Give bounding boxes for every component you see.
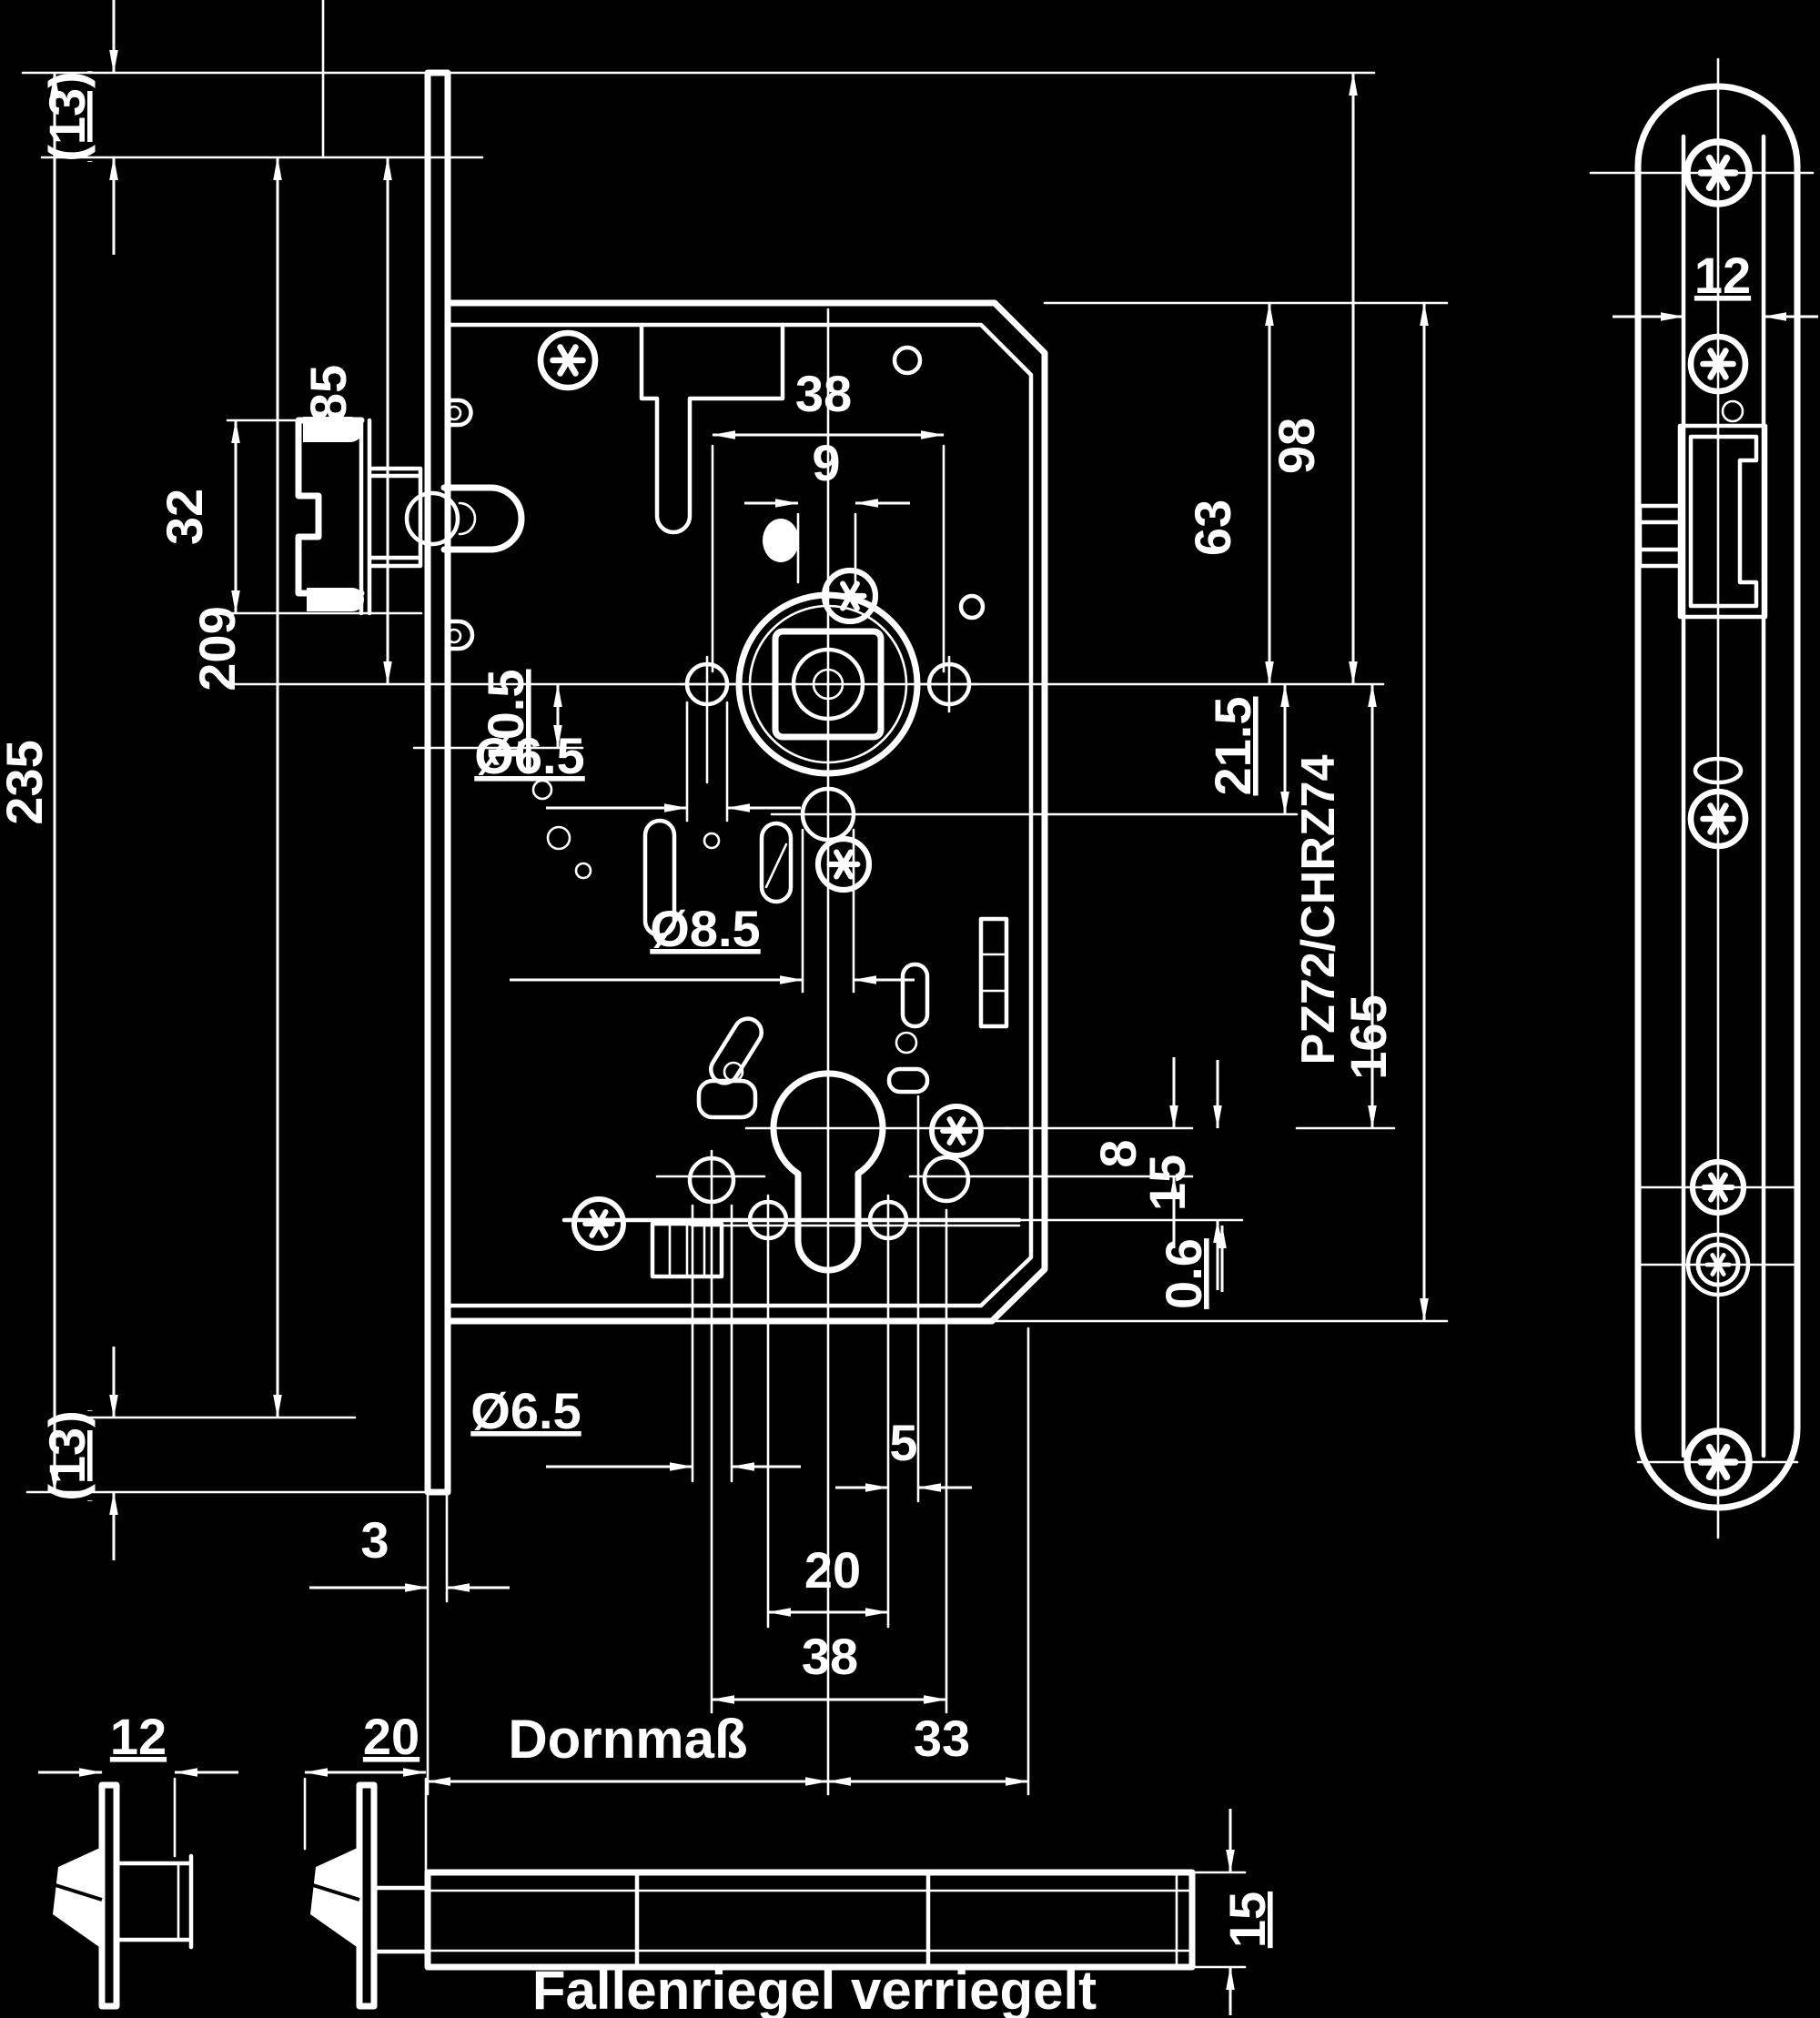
dim-latch-to-axis: 10.5 [477, 670, 534, 769]
latch-guide-pad-top [303, 417, 363, 442]
latch-guide-pad-bottom [307, 588, 364, 611]
dim-cyl-to-bottom-line: 15 [1138, 1155, 1196, 1211]
dim-handle-to-cylinder: PZ72/CHRZ74 [1292, 754, 1345, 1064]
dim-offset-9: 9 [812, 434, 840, 491]
strip-ear-top [445, 398, 473, 428]
latch-tail-pin [440, 484, 525, 553]
dim-cyl-to-screw: 8 [1089, 1139, 1147, 1167]
hatched-block [650, 1221, 724, 1279]
cylinder-screw-right [922, 1155, 971, 1204]
dimensions-left: 235 (13) 209 85 32 10.5 (13) [0, 0, 1376, 1560]
latch-head-section [53, 1847, 102, 1949]
axis-lines [224, 308, 1396, 1796]
dim-overhang-top: (13) [38, 71, 96, 162]
dim-screw-span-20: 20 [804, 1541, 861, 1599]
latch-tail-pin-inner [458, 501, 477, 536]
lock-case-inner-line [445, 322, 1034, 1308]
slot [759, 821, 794, 904]
slot [900, 962, 930, 1029]
torx-screw-icon [932, 1106, 981, 1155]
callout-dia-mid: Ø8.5 [650, 900, 760, 957]
slot [642, 818, 677, 938]
dim-backset: Dornmaß [508, 1709, 747, 1770]
dim-faceplate-length: 235 [0, 740, 53, 824]
section-caption: Fallenriegel verriegelt [532, 1960, 1097, 2018]
faceplate-edge-strip [424, 69, 451, 1496]
bolt-head-section [310, 1847, 359, 1949]
dim-case-height: 165 [1340, 994, 1397, 1079]
callout-dia-bottom: Ø6.5 [470, 1382, 581, 1439]
dim-screw-offset-5: 5 [889, 1414, 917, 1471]
latch-bolt [295, 417, 423, 616]
faceplate-front-view: 12 [1589, 57, 1818, 1539]
torx-screw-icon [574, 1199, 623, 1248]
section-views: 12 20 15 [38, 1708, 1276, 2018]
dim-bolt-throw: 20 [363, 1708, 420, 1765]
dim-handle-to-hole: 21.5 [1204, 697, 1261, 796]
bolt-section-view: 20 15 [303, 1708, 1276, 2015]
lever [696, 1016, 763, 1120]
slot [886, 1066, 930, 1095]
euro-cylinder-hole [770, 1070, 886, 1274]
dim-latch-height: 32 [156, 489, 213, 545]
dim-screw-span-top: 38 [795, 365, 852, 422]
dim-stulp-thickness: 3 [360, 1511, 389, 1569]
dim-faceplate-width: 12 [1694, 247, 1751, 304]
dim-bolt-height: 15 [1218, 1892, 1276, 1948]
hook-cutout [639, 322, 785, 535]
dim-latch-section-width: 12 [110, 1708, 167, 1765]
small-hole [958, 593, 986, 621]
torx-screw-icon [818, 839, 869, 890]
dim-top-to-handle: 85 [299, 365, 357, 421]
strip-ear-bottom [445, 619, 475, 651]
lock-case-outline [444, 299, 1048, 1325]
dimensions-bottom: 3 5 20 38 Dornmaß 33 [309, 1095, 1030, 1796]
case-screws-and-holes [531, 333, 1009, 1279]
dim-step: 0.6 [1155, 1238, 1212, 1309]
slot [1693, 756, 1744, 785]
latch-section-view: 12 [38, 1708, 238, 2010]
torx-screw-icon [541, 333, 595, 388]
main-lock-view [224, 69, 1396, 1796]
dim-screw-span-38: 38 [802, 1628, 858, 1685]
small-hole [892, 345, 923, 376]
ladder-slot [978, 916, 1009, 1029]
hole-callouts: Ø6.5 Ø8.5 Ø6.5 [470, 701, 915, 1483]
dim-case-top-to-handle: 63 [1184, 499, 1241, 556]
dim-overhang-bottom: (13) [38, 1410, 96, 1501]
dimensions-top: 38 9 [711, 365, 945, 673]
latch-axle-hole [404, 490, 460, 547]
cylinder-screw-left [687, 1149, 736, 1212]
pin-dot [763, 519, 799, 562]
dim-between-overhangs: 209 [188, 606, 246, 691]
latch-window [1637, 423, 1768, 620]
dim-plate-top-to-handle: 98 [1268, 418, 1325, 474]
dimensions-right: 63 98 21.5 PZ72/CHRZ74 165 8 15 0.6 [995, 72, 1449, 1323]
dim-cyl-to-back-edge: 33 [914, 1710, 970, 1767]
callout-dia-top: Ø6.5 [474, 727, 584, 784]
